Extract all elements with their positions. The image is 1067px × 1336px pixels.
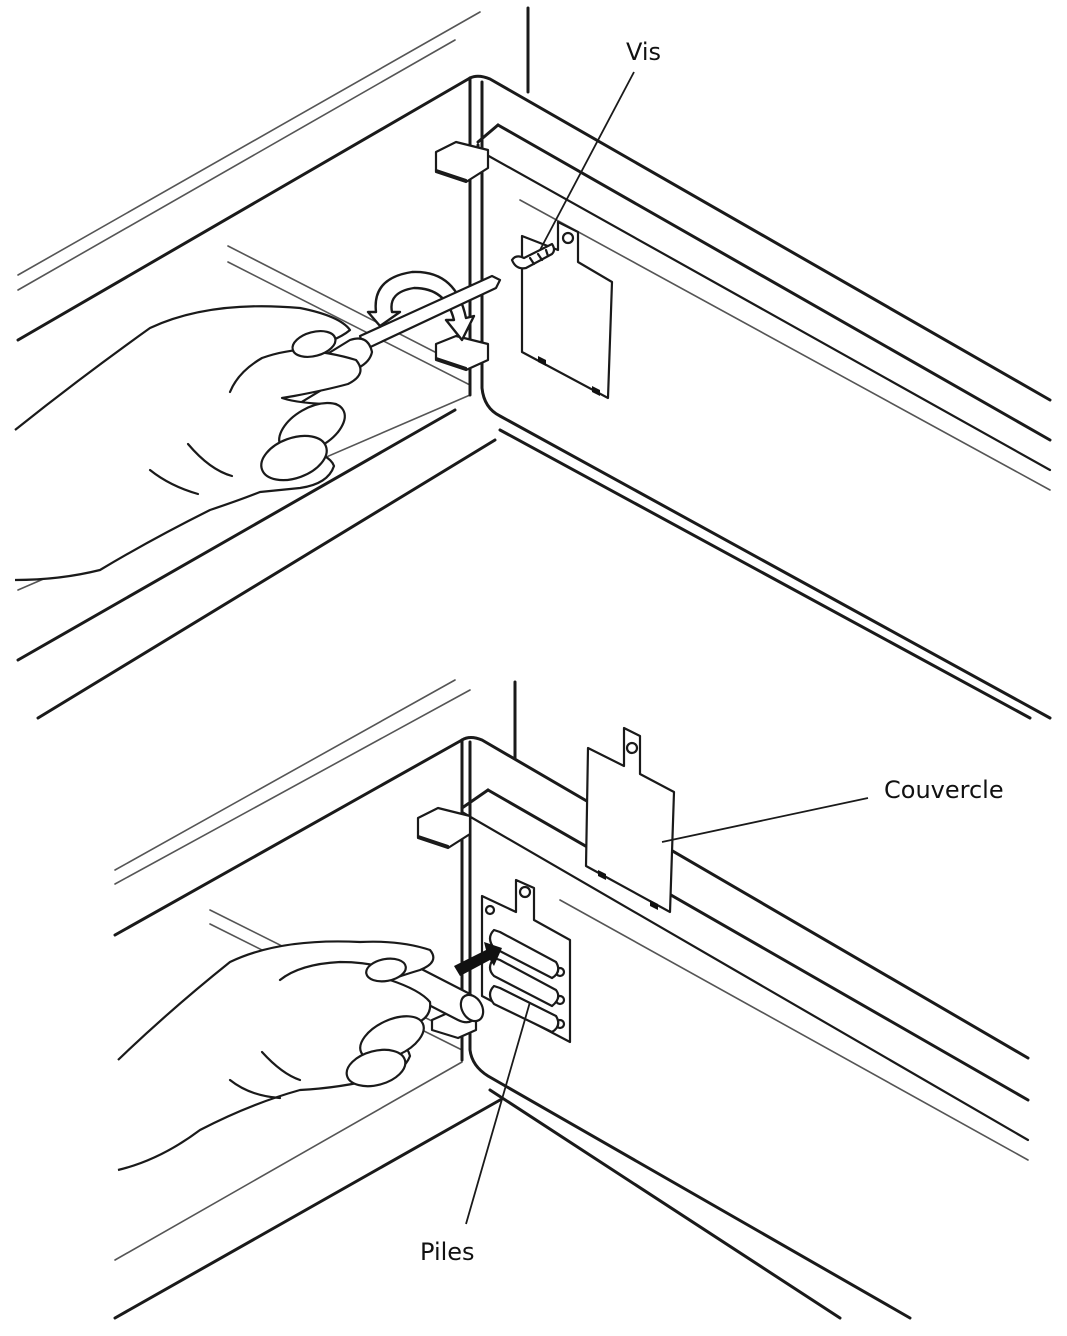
label-screw: Vis — [626, 38, 662, 66]
device-side-panel-top — [468, 74, 1052, 720]
batteries — [488, 928, 560, 1034]
hinge-tab-upper — [434, 140, 490, 184]
device-side-panel-bottom — [460, 736, 1030, 1320]
hinge-tab-lower — [434, 334, 490, 372]
leader-line-screw — [539, 71, 635, 251]
leader-line-cover — [661, 797, 869, 843]
leader-line-batteries — [465, 1001, 531, 1225]
hinge-tab-bottom-upper — [416, 806, 472, 850]
hand-lower — [117, 940, 435, 1172]
panel-remove-screw — [14, 6, 1052, 720]
screw — [510, 242, 556, 270]
panel-insert-batteries — [113, 679, 1030, 1320]
label-batteries: Piles — [420, 1238, 475, 1266]
arrow-right-icon — [454, 942, 502, 976]
battery-in-hand — [386, 956, 485, 1024]
battery-cover-mounted — [520, 220, 614, 400]
battery-cover-removed — [584, 726, 676, 914]
label-cover: Couvercle — [884, 776, 1004, 804]
hand-upper — [14, 305, 362, 582]
curved-arrow-icon — [366, 270, 476, 342]
